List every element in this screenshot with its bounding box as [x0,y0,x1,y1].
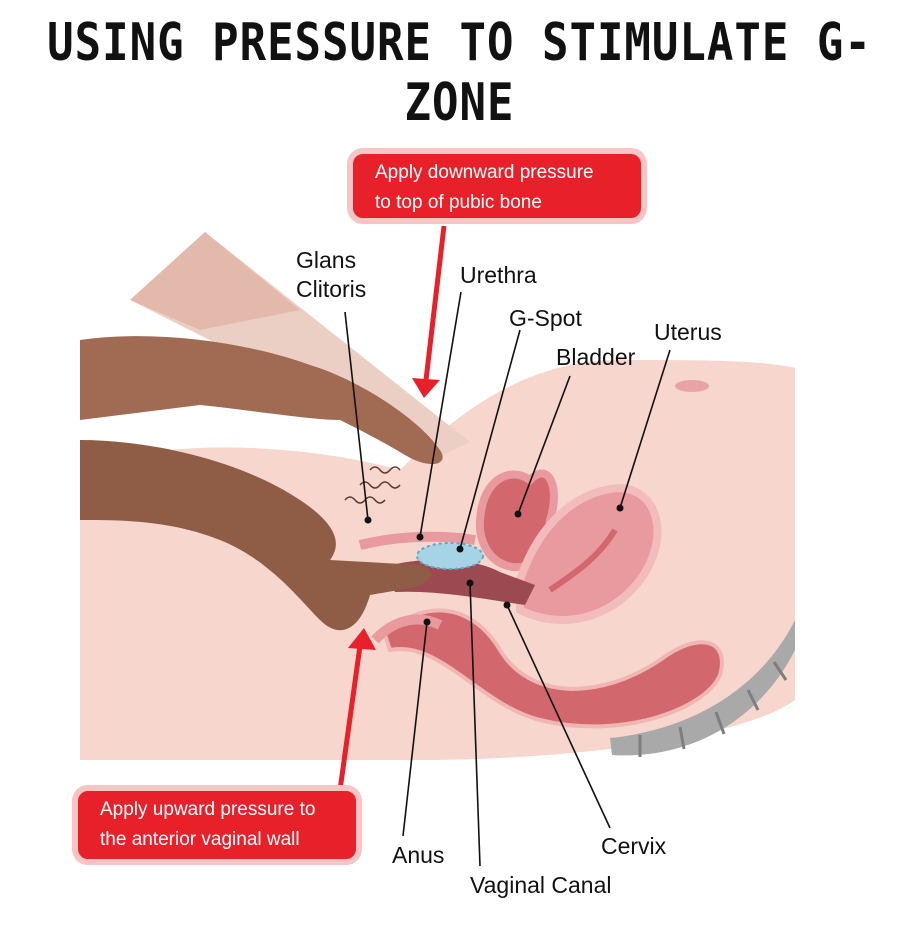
label-urethra: Urethra [460,262,537,288]
upward-arrow [337,628,376,791]
label-cervix: Cervix [601,833,667,859]
upper-hand [80,336,443,465]
page-title: USING PRESSURE TO STIMULATE G-ZONE [47,12,872,134]
spine [610,620,795,757]
label-clitoris: Clitoris [296,276,367,302]
label-g-spot: G-Spot [509,305,582,331]
label-glans: Glans [296,247,357,273]
callout-top-line-2: to top of pubic bone [375,192,542,213]
anus [371,614,443,644]
g-spot-marker [416,542,484,570]
label-anus: Anus [392,842,445,868]
label-uterus: Uterus [654,319,722,345]
callout-upward-pressure: Apply upward pressure to the anterior va… [72,785,362,865]
callout-downward-pressure: Apply downward pressure to top of pubic … [347,148,647,224]
lower-hand [80,440,431,631]
callout-top-line-1: Apply downward pressure [375,162,594,183]
navel [675,380,709,392]
label-glans-clitoris: Glans Clitoris [296,246,366,304]
leader-dots [364,504,624,626]
leader-lines [344,291,671,867]
callout-bottom-line-2: the anterior vaginal wall [100,829,300,850]
rectum [382,608,724,729]
callout-bottom-line-1: Apply upward pressure to [100,799,316,820]
thigh-shade [130,232,300,330]
uterus-cavity [548,528,618,593]
label-bladder: Bladder [556,344,636,370]
label-vaginal-canal: Vaginal Canal [470,872,612,898]
downward-arrow [412,225,447,398]
